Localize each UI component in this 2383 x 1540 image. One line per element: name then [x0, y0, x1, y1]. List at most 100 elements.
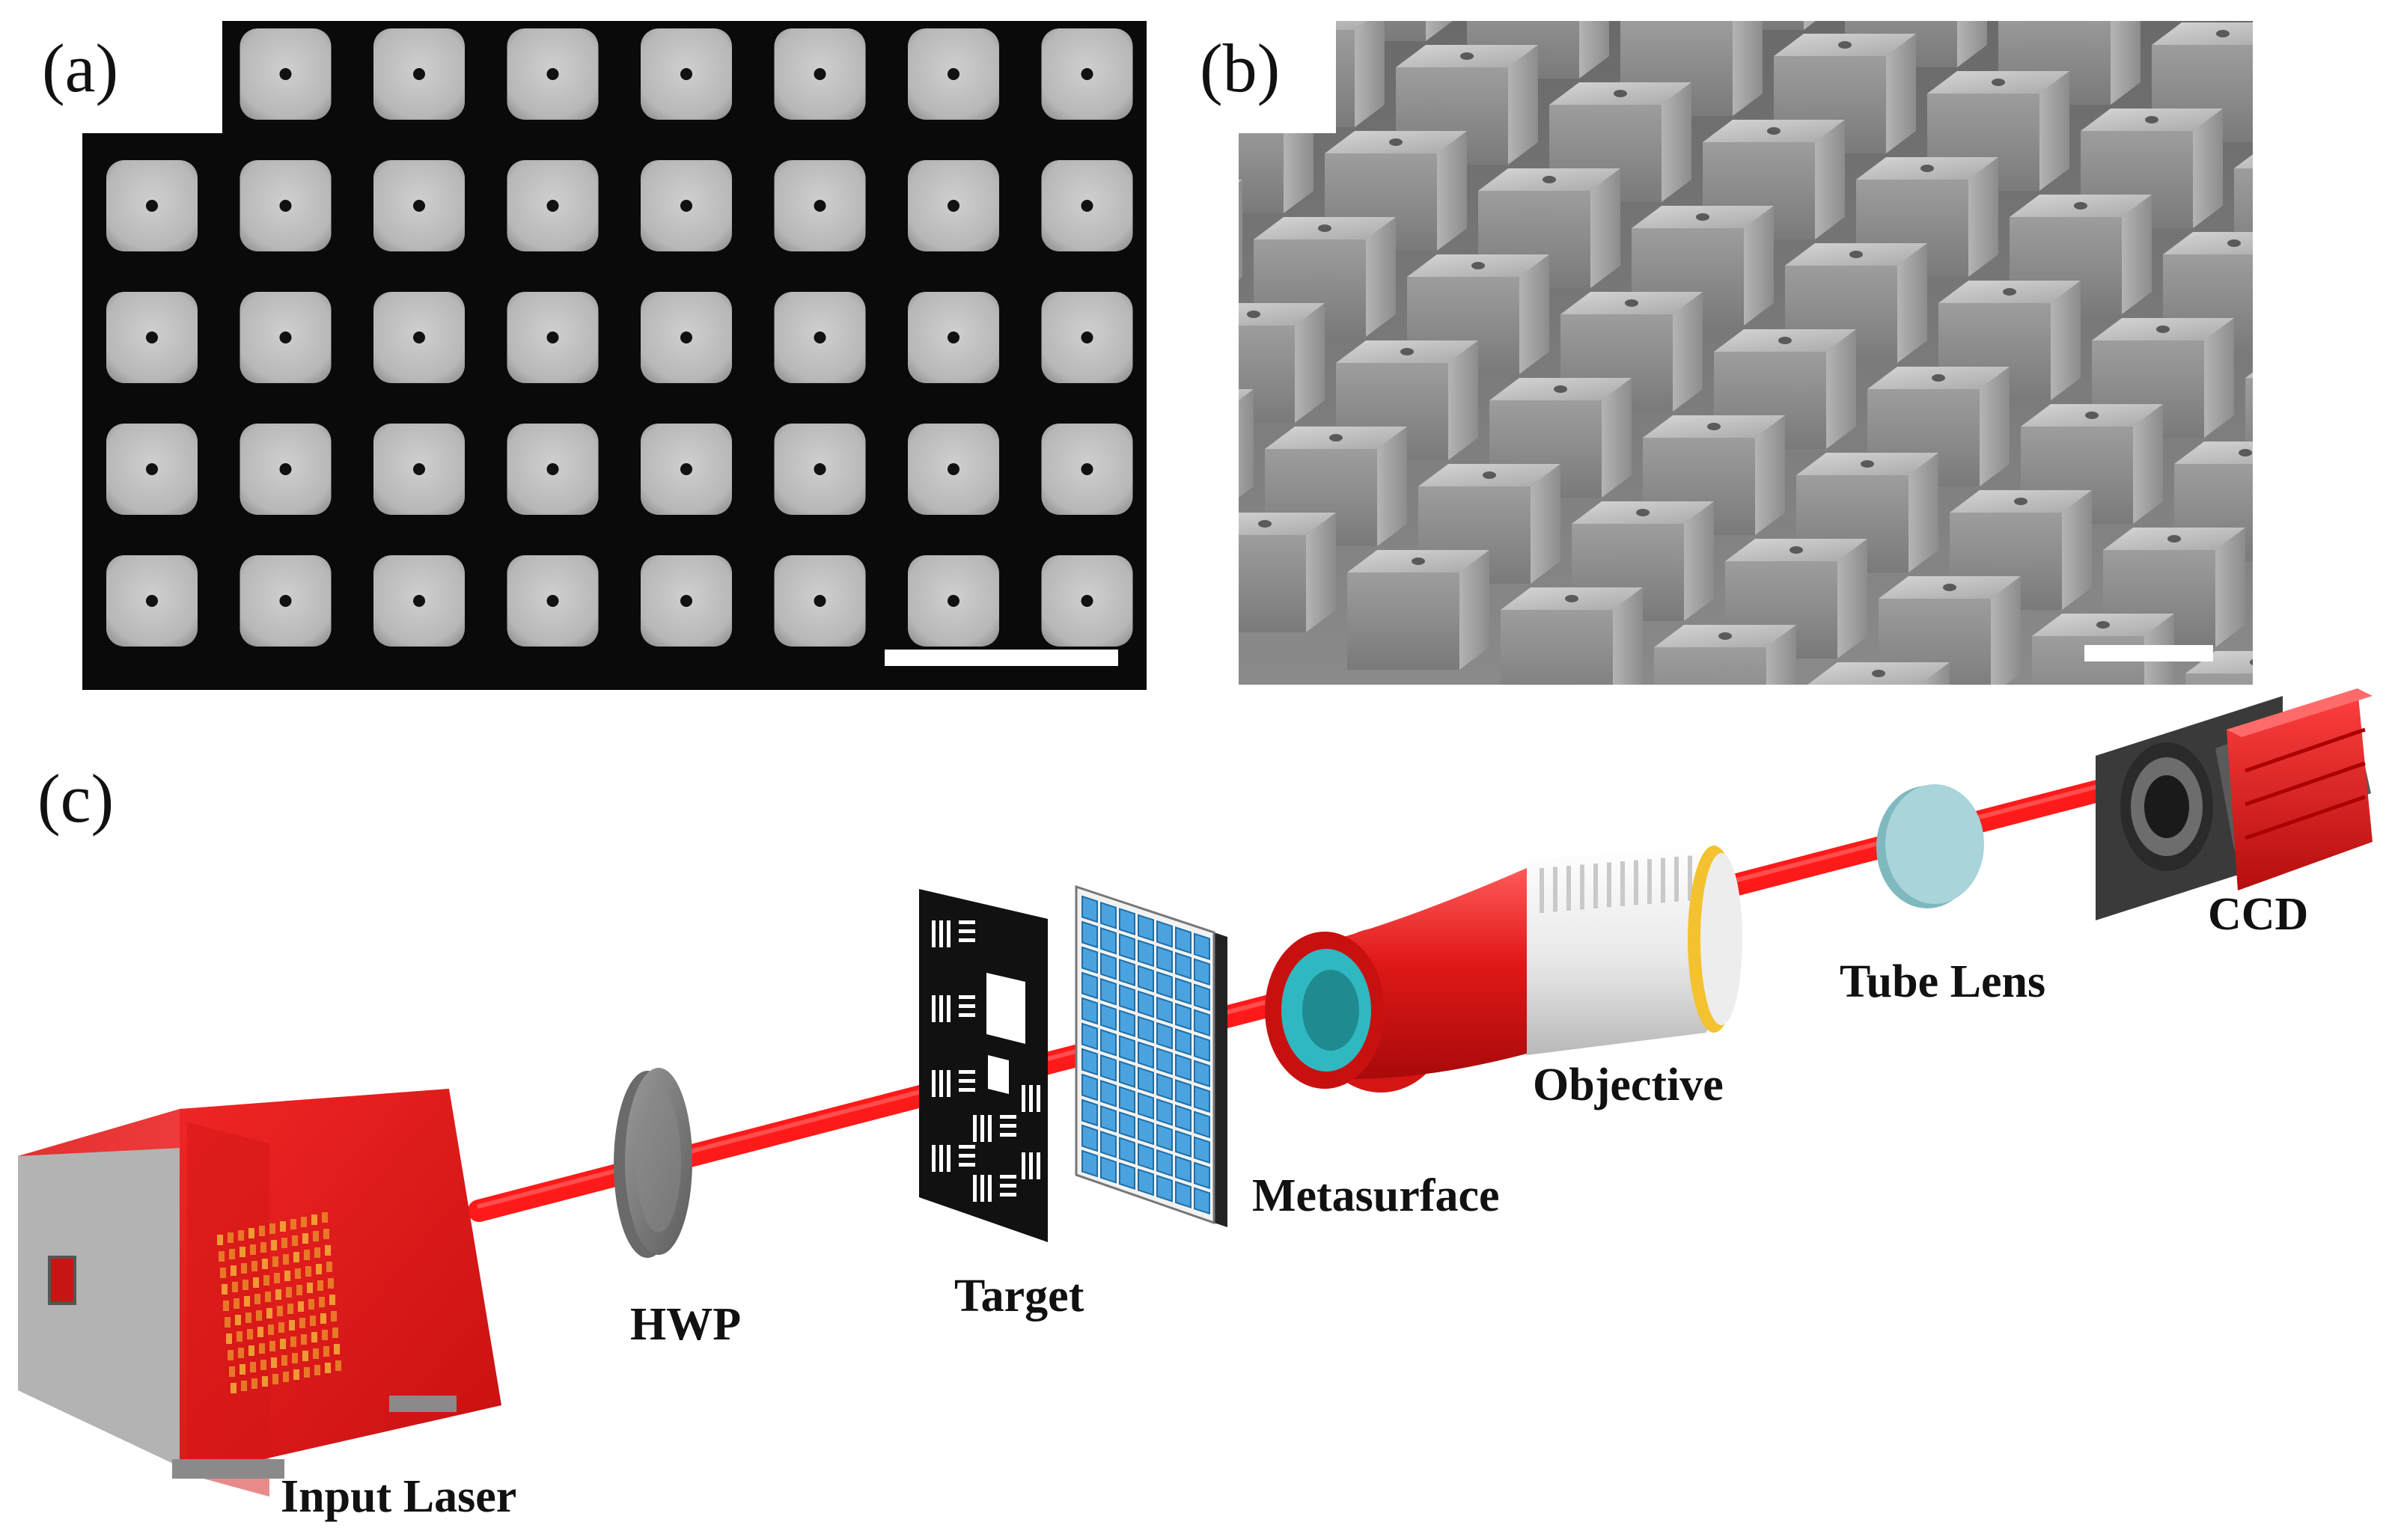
meta-cell — [1119, 959, 1135, 986]
cube-hole — [1554, 385, 1567, 393]
cube-side — [2144, 614, 2174, 685]
pillar-array-a — [106, 28, 1133, 647]
vent-cell — [232, 1282, 238, 1292]
vent-cell — [325, 1363, 331, 1373]
cube-hole — [1625, 299, 1638, 307]
target-bar — [939, 1070, 943, 1097]
pillar-hole — [146, 463, 158, 475]
target-bar — [959, 1079, 975, 1083]
pillar-hole — [680, 595, 692, 607]
cube-hole — [1861, 460, 1874, 468]
cube-front — [1654, 647, 1766, 685]
vent-cell — [314, 1247, 320, 1258]
target-bar — [1049, 1103, 1065, 1107]
vent-cell — [316, 1264, 322, 1274]
meta-cell — [1156, 1123, 1173, 1152]
cube-top — [2328, 479, 2383, 501]
meta-cell — [1175, 1054, 1192, 1081]
cube-hole — [1707, 423, 1721, 430]
meta-cell — [1156, 1047, 1173, 1075]
meta-cell — [1119, 1162, 1135, 1190]
target-bar — [959, 1163, 975, 1167]
target-bar — [980, 1115, 984, 1142]
label-hwp: HWP — [630, 1299, 741, 1350]
vent-cell — [323, 1346, 329, 1357]
meta-cell — [1175, 1079, 1192, 1107]
pillar-hole — [146, 200, 158, 212]
vent-cell — [310, 1316, 316, 1326]
cube-hole — [1565, 595, 1578, 602]
meta-cell — [1081, 1048, 1098, 1076]
cube-hole — [2145, 116, 2158, 123]
target-bar — [1000, 1193, 1016, 1197]
cube-side — [1306, 513, 1336, 632]
vent-cell — [265, 1292, 271, 1302]
pillar-hole — [279, 331, 292, 343]
vent-cell — [322, 1330, 328, 1340]
meta-cell — [1081, 1099, 1098, 1127]
panel-b-sem-tilted — [1239, 21, 2383, 782]
vent-cell — [284, 1271, 290, 1281]
cube-hole — [1718, 632, 1732, 640]
vent-cell — [307, 1283, 313, 1293]
pillar-hole — [680, 331, 692, 343]
vent-cell — [286, 1287, 292, 1298]
vent-cell — [289, 1320, 295, 1330]
meta-cell — [1175, 1130, 1192, 1158]
vent-cell — [219, 1251, 225, 1262]
vent-cell — [296, 1285, 302, 1295]
panel-a-label: (a) — [42, 30, 118, 106]
vent-cell — [313, 1231, 319, 1241]
target-bar — [1000, 1124, 1016, 1128]
meta-cell — [1100, 1155, 1117, 1184]
cube-side — [1673, 292, 1703, 412]
cube-side — [2275, 232, 2305, 352]
target-bar — [939, 920, 943, 947]
cube-side — [2111, 21, 2141, 105]
meta-cell — [1175, 977, 1192, 1005]
vent-cell — [262, 1259, 268, 1269]
cube-front — [2316, 292, 2383, 389]
meta-cell — [1119, 1035, 1135, 1063]
vent-cell — [257, 1327, 263, 1337]
cube-side — [2193, 109, 2223, 228]
pillar-hole — [1081, 68, 1093, 80]
target-bar — [959, 1088, 975, 1092]
meta-cell — [1194, 1034, 1210, 1063]
target-bar — [1029, 1152, 1033, 1179]
half-wave-plate — [614, 1068, 692, 1258]
vent-cell — [290, 1336, 296, 1347]
vent-cell — [260, 1242, 266, 1253]
label-objective: Objective — [1533, 1060, 1724, 1110]
vent-cell — [293, 1369, 299, 1380]
pillar-hole — [948, 463, 959, 475]
vent-cell — [325, 1245, 331, 1256]
vent-cell — [281, 1238, 287, 1248]
meta-cell — [1175, 952, 1192, 980]
vent-cell — [222, 1284, 228, 1295]
cube-hole — [1789, 546, 1803, 554]
cube-front — [1807, 685, 1920, 782]
vent-cell — [223, 1301, 229, 1311]
meta-cell — [1194, 1136, 1210, 1164]
meta-cell — [1138, 1117, 1154, 1146]
cube-side — [1733, 21, 1763, 116]
vent-cell — [256, 1310, 262, 1321]
vent-cell — [295, 1268, 301, 1279]
label-metasurface: Metasurface — [1252, 1170, 1500, 1221]
panel-c-label: (c) — [37, 760, 114, 837]
laser-switch — [48, 1256, 76, 1305]
meta-cell — [1081, 920, 1098, 949]
cube-side — [1602, 378, 1632, 498]
vent-cell — [301, 1217, 307, 1227]
vent-cell — [317, 1280, 323, 1291]
meta-cell — [1156, 996, 1173, 1024]
meta-cell — [1081, 971, 1098, 1000]
panel-b-label: (b) — [1200, 30, 1280, 106]
cube-hole — [1767, 127, 1781, 135]
target-bar — [1049, 1085, 1065, 1089]
pillar-hole — [1081, 463, 1093, 475]
cube-top — [2245, 355, 2253, 378]
vent-cell — [238, 1230, 244, 1241]
pillar-hole — [1081, 331, 1093, 343]
